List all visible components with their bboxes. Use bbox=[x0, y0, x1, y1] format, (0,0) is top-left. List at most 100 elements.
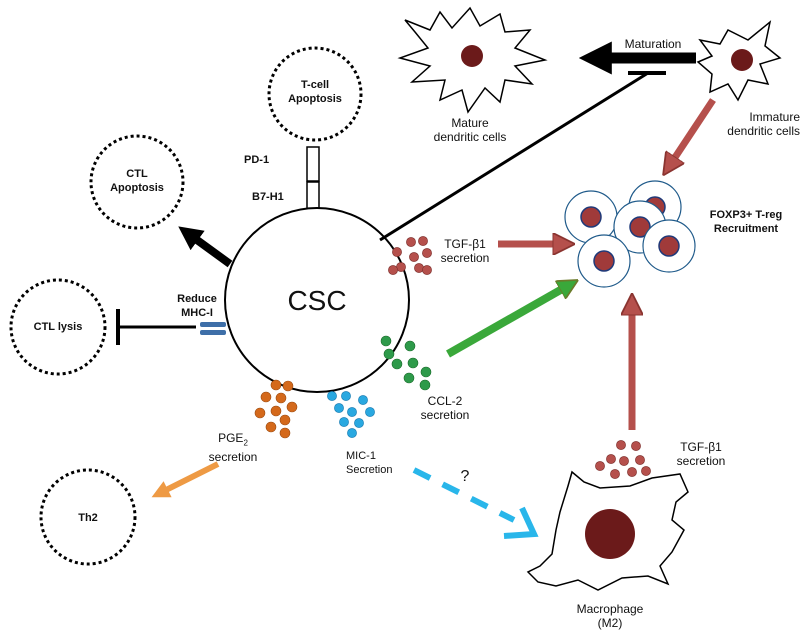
mic1-secretion-label: MIC-1 Secretion bbox=[346, 449, 416, 477]
pd1-label: PD-1 bbox=[244, 154, 270, 166]
tgf-dot bbox=[616, 440, 626, 450]
treg-nucleus bbox=[658, 235, 680, 257]
ctl-lysis-node bbox=[9, 278, 107, 376]
ccl2-line2: secretion bbox=[420, 408, 470, 422]
tgf-dot bbox=[392, 247, 402, 257]
immature-line1: Immature bbox=[749, 110, 800, 124]
reduce-mhc-label: Reduce MHC-I bbox=[160, 292, 234, 320]
pge-sub: 2 bbox=[243, 438, 248, 448]
mic1-dot bbox=[339, 417, 349, 427]
tcell-line1: T-cell bbox=[300, 79, 330, 91]
ccl2-to-treg-arrow bbox=[446, 284, 571, 358]
ccl2-dot bbox=[380, 335, 392, 347]
foxp3-line1: FOXP3+ T-reg bbox=[709, 209, 783, 221]
ccl2-secretion-label: CCL-2 secretion bbox=[410, 394, 480, 422]
tgf-dot bbox=[619, 456, 629, 466]
pd1-receptor bbox=[306, 146, 320, 182]
tcell-apoptosis-label: T-cell Apoptosis bbox=[275, 78, 355, 106]
b7h1-label: B7-H1 bbox=[252, 191, 284, 203]
ccl2-dot bbox=[420, 366, 432, 378]
ctl-apop-line1: CTL bbox=[126, 168, 148, 180]
mic1-dot bbox=[347, 407, 357, 417]
mic1-dot bbox=[347, 428, 357, 438]
macrophage-nucleus bbox=[585, 509, 635, 559]
mature-line1: Mature bbox=[451, 116, 489, 130]
tgf-dot bbox=[422, 248, 432, 258]
maturation-label: Maturation bbox=[624, 37, 682, 51]
mic1-arrowhead bbox=[503, 506, 539, 539]
tgf2-line1: TGF-β1 bbox=[680, 440, 722, 454]
pge2-dot bbox=[282, 380, 294, 392]
macrophage-label: Macrophage (M2) bbox=[550, 602, 670, 630]
tgf-dot bbox=[422, 265, 432, 275]
tgf-dot bbox=[409, 252, 419, 262]
pge2-secretion-label: PGE2 secretion bbox=[198, 431, 268, 464]
pge-main: PGE bbox=[218, 431, 244, 445]
tcell-line2: Apoptosis bbox=[288, 93, 342, 105]
ccl2-dot bbox=[407, 357, 419, 369]
foxp3-label: FOXP3+ T-reg Recruitment bbox=[698, 208, 794, 236]
ccl2-dot bbox=[383, 348, 395, 360]
reduce-line2: MHC-I bbox=[181, 307, 213, 319]
foxp3-line2: Recruitment bbox=[713, 223, 779, 235]
pge2-dot bbox=[270, 379, 282, 391]
mic1-dot bbox=[327, 391, 337, 401]
mic1-dot bbox=[365, 407, 375, 417]
th2-node bbox=[39, 468, 137, 566]
macrophage-line1: Macrophage bbox=[576, 602, 644, 616]
pge2-dot bbox=[279, 427, 291, 439]
ccl2-dot bbox=[404, 340, 416, 352]
immature-dendritic-nucleus bbox=[731, 49, 753, 71]
tgf-dot bbox=[631, 441, 641, 451]
macrophage-line2: (M2) bbox=[597, 616, 623, 630]
mic1-dot bbox=[358, 395, 368, 405]
tgf2-line2: secretion bbox=[676, 454, 726, 468]
tgf-dot bbox=[627, 467, 637, 477]
mic1-dot bbox=[341, 391, 351, 401]
tgf-dots-macrophage bbox=[595, 440, 651, 479]
csc-cell bbox=[224, 207, 410, 393]
tgf-line2: secretion bbox=[440, 251, 490, 265]
pge-line2: secretion bbox=[208, 450, 258, 465]
mic1-dot bbox=[354, 418, 364, 428]
mature-dendritic-nucleus bbox=[461, 45, 483, 67]
macrophage-tgf-label: TGF-β1 secretion bbox=[664, 440, 738, 468]
tgf-dot bbox=[418, 236, 428, 246]
mature-line2: dendritic cells bbox=[433, 130, 507, 144]
th2-label: Th2 bbox=[78, 512, 98, 524]
ctl-apop-line2: Apoptosis bbox=[110, 182, 164, 194]
mic1-dots bbox=[327, 391, 375, 438]
pge2-dot bbox=[275, 392, 287, 404]
ctl-lysis-label: CTL lysis bbox=[33, 321, 83, 333]
reduce-line1: Reduce bbox=[177, 293, 217, 305]
pge2-dot bbox=[260, 391, 272, 403]
ccl2-dot bbox=[391, 358, 403, 370]
maturation-inhibition-line bbox=[379, 71, 649, 242]
mic1-line2: Secretion bbox=[346, 464, 393, 476]
ccl2-dot bbox=[403, 372, 415, 384]
tgf-secretion-label: TGF-β1 secretion bbox=[430, 237, 500, 265]
question-mark: ? bbox=[460, 468, 470, 485]
tcell-apoptosis-node bbox=[267, 46, 363, 142]
pge2-dot bbox=[270, 405, 282, 417]
ctl-apoptosis-label: CTL Apoptosis bbox=[97, 167, 177, 195]
ccl2-dot bbox=[419, 379, 431, 391]
mic1-dot bbox=[334, 403, 344, 413]
tgf-dot bbox=[388, 265, 398, 275]
pge2-to-th2-arrow bbox=[151, 461, 220, 498]
immature-line2: dendritic cells bbox=[727, 124, 800, 138]
pge-line1: PGE2 bbox=[198, 431, 268, 450]
ctl-apoptosis-node bbox=[89, 134, 185, 230]
tgf-dot bbox=[610, 469, 620, 479]
tgf-dot bbox=[606, 454, 616, 464]
pge2-dot bbox=[286, 401, 298, 413]
treg-nucleus bbox=[629, 216, 651, 238]
csc-label: CSC bbox=[287, 285, 347, 316]
tgf-line1: TGF-β1 bbox=[444, 237, 486, 251]
tgf-dots-csc bbox=[388, 236, 432, 275]
ccl2-dots bbox=[380, 335, 432, 391]
mhc-i-receptor bbox=[200, 322, 226, 327]
mature-dc-label: Mature dendritic cells bbox=[410, 116, 530, 144]
pge2-dot bbox=[254, 407, 266, 419]
